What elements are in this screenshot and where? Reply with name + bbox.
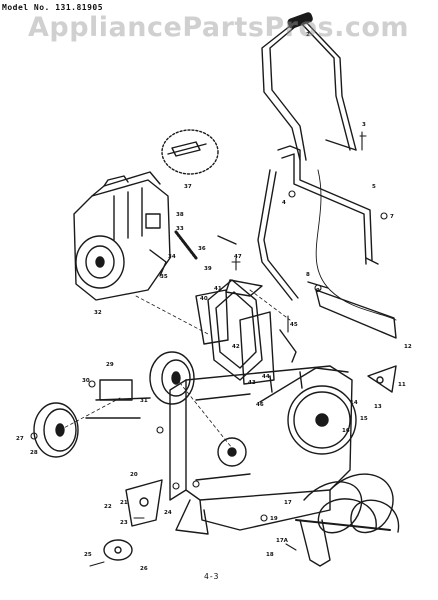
callout: 23 [120,520,128,526]
callout: 24 [164,510,172,516]
callout: 41 [214,286,222,292]
callout: 22 [104,504,112,510]
callout: 14 [350,400,358,406]
callout: 34 [168,254,176,260]
callout: 25 [84,552,92,558]
callout: 39 [204,266,212,272]
callout: 11 [398,382,406,388]
model-value: 131.81905 [55,3,104,12]
callout: 47 [234,254,242,260]
callout: 20 [130,472,138,478]
callout: 7 [390,214,394,220]
callout: 32 [94,310,102,316]
large-pulley [149,351,195,405]
callout: 46 [256,402,264,408]
drive-chain [174,230,198,260]
belt-cover [207,279,263,381]
callout: 44 [262,374,270,380]
callout: 19 [270,516,278,522]
callout: 21 [120,500,128,506]
callout: 40 [200,296,208,302]
idler-bracket [315,289,397,393]
callout: 15 [360,416,368,422]
model-prefix: Model No. [2,3,50,12]
callout: 4 [282,200,286,206]
wheel [33,402,79,458]
chute-support [195,289,297,385]
callout: 18 [266,552,274,558]
page-number: 4-3 [204,572,219,581]
auger-housing [169,365,357,535]
callout: 38 [176,212,184,218]
callout: 35 [160,274,168,280]
model-number-label: Model No. 131.81905 [2,3,103,12]
callout: 9 [316,288,320,294]
engine [73,171,171,301]
callout: 8 [306,272,310,278]
upper-handle [261,12,357,161]
callout: 28 [30,450,38,456]
callout: 13 [374,404,382,410]
callout: 12 [404,344,412,350]
watermark: AppliancePartsPros.com [28,12,410,43]
callout: 3 [362,122,366,128]
callout: 31 [140,398,148,404]
callout: 26 [140,566,148,572]
callout-numbers: 2 3 4 5 7 8 9 11 12 13 14 15 16 17 17A 1… [16,32,412,572]
shaft-assembly [161,129,219,175]
callout: 36 [198,246,206,252]
callout: 45 [290,322,298,328]
callout: 17 [284,500,292,506]
auger [295,473,400,567]
callout: 2 [306,32,310,38]
small-disc [103,539,133,561]
callout: 33 [176,226,184,232]
axle [85,379,151,419]
callout: 29 [106,362,114,368]
callout: 17A [276,538,289,544]
hardware [30,131,388,567]
callout: 30 [82,378,90,384]
callout: 16 [342,428,350,434]
control-cable [315,169,397,321]
drive-plate [125,479,163,527]
callout: 27 [16,436,24,442]
construction-lines [59,289,291,449]
callout: 37 [184,184,192,190]
lower-handle [257,145,379,301]
callout: 5 [372,184,376,190]
callout: 43 [248,380,256,386]
belt-keeper [225,279,263,297]
callout: 42 [232,344,240,350]
